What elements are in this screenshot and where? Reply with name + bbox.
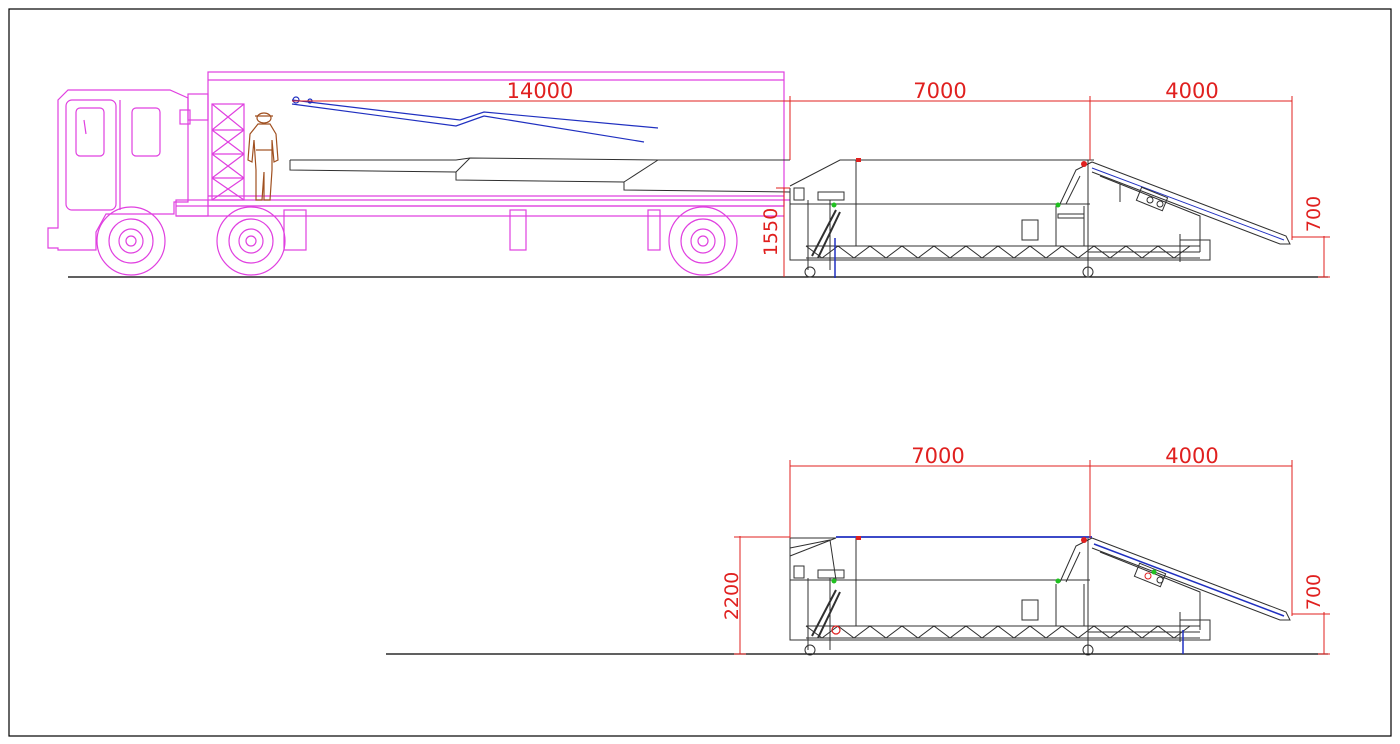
truck-wheel-front bbox=[96, 206, 166, 276]
dim-boom-length-bottom: 4000 bbox=[1165, 444, 1218, 468]
dimensions-bottom bbox=[734, 460, 1330, 655]
bottom-view: 7000 4000 2200 700 bbox=[386, 444, 1330, 656]
top-view: 14000 7000 4000 1550 700 bbox=[47, 71, 1330, 278]
accent-marks-bottom bbox=[831, 536, 1184, 654]
truck-wheel-rear bbox=[668, 206, 738, 276]
accent-marks-top bbox=[831, 158, 1087, 278]
dim-loader-length-bottom: 7000 bbox=[911, 444, 964, 468]
dim-boom-length-top: 4000 bbox=[1165, 79, 1218, 103]
cab-door bbox=[65, 99, 117, 211]
dimensions-top bbox=[292, 96, 1330, 278]
truck-cab bbox=[47, 89, 189, 251]
box-lattice bbox=[211, 103, 245, 201]
telescopic-stages bbox=[289, 157, 791, 193]
dim-loader-length-top: 7000 bbox=[913, 79, 966, 103]
loader-machine-bottom bbox=[789, 537, 1211, 656]
boom-conveyor-top bbox=[1091, 161, 1291, 252]
dim-boom-end-height-top: 700 bbox=[1303, 196, 1325, 232]
truck bbox=[47, 71, 790, 276]
person-figure bbox=[247, 112, 279, 201]
dim-loader-height-top: 1550 bbox=[760, 208, 782, 256]
inner-belt bbox=[291, 96, 659, 143]
dim-boom-end-height-bottom: 700 bbox=[1303, 574, 1325, 610]
drawing-border bbox=[8, 8, 1392, 737]
cab-window-left bbox=[75, 107, 105, 157]
loader-machine-top bbox=[789, 159, 1211, 278]
truck-box bbox=[207, 71, 785, 207]
truck-wheel-middle bbox=[216, 206, 286, 276]
dim-truck-length: 14000 bbox=[507, 79, 574, 103]
boom-conveyor-bottom bbox=[1091, 537, 1291, 630]
dim-loader-height-bottom: 2200 bbox=[721, 572, 743, 620]
cab-window-right bbox=[131, 107, 161, 157]
